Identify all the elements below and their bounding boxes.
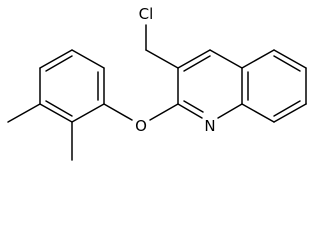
bond-c4-c4a: [209, 49, 243, 69]
bond-c5-c6: [273, 49, 307, 69]
bond-c3-c4: [177, 49, 211, 69]
bond-c2-n-double: [183, 100, 204, 113]
chlorine-atom-label: Cl: [139, 5, 154, 23]
oxygen-atom-label: O: [135, 117, 147, 135]
bond-c4a-c5: [241, 49, 275, 69]
molecule-structure: O N Cl: [7, 5, 307, 161]
bond-c8-c8a: [241, 103, 275, 123]
bond-c3-c4-double: [183, 55, 211, 72]
dimethylphenyl-ring: [39, 49, 105, 123]
methyl-bond-left: [7, 103, 41, 123]
bond-oxygen-c2: [149, 103, 179, 121]
bond-ring1-double-bottom: [45, 100, 73, 117]
quinoline-benzo-ring: [241, 49, 307, 123]
bond-phenyl-oxygen: [103, 103, 133, 121]
bond-ring1-double-top: [45, 55, 73, 72]
bond-ring1-e: [39, 103, 73, 123]
bond-ring1-a: [39, 49, 73, 69]
nitrogen-atom-label: N: [204, 117, 215, 135]
bond-ring1-d: [71, 103, 105, 123]
bond-c3-ch2: [145, 49, 179, 69]
quinoline-pyridine-ring: [177, 49, 243, 119]
bond-c7-c8-double: [273, 100, 301, 117]
bond-c8a-n: [217, 103, 243, 119]
bond-c5-c6-double: [273, 55, 301, 72]
bond-ring1-b: [71, 49, 105, 69]
bond-n-c2: [177, 103, 203, 119]
bond-c7-c8: [273, 103, 307, 123]
